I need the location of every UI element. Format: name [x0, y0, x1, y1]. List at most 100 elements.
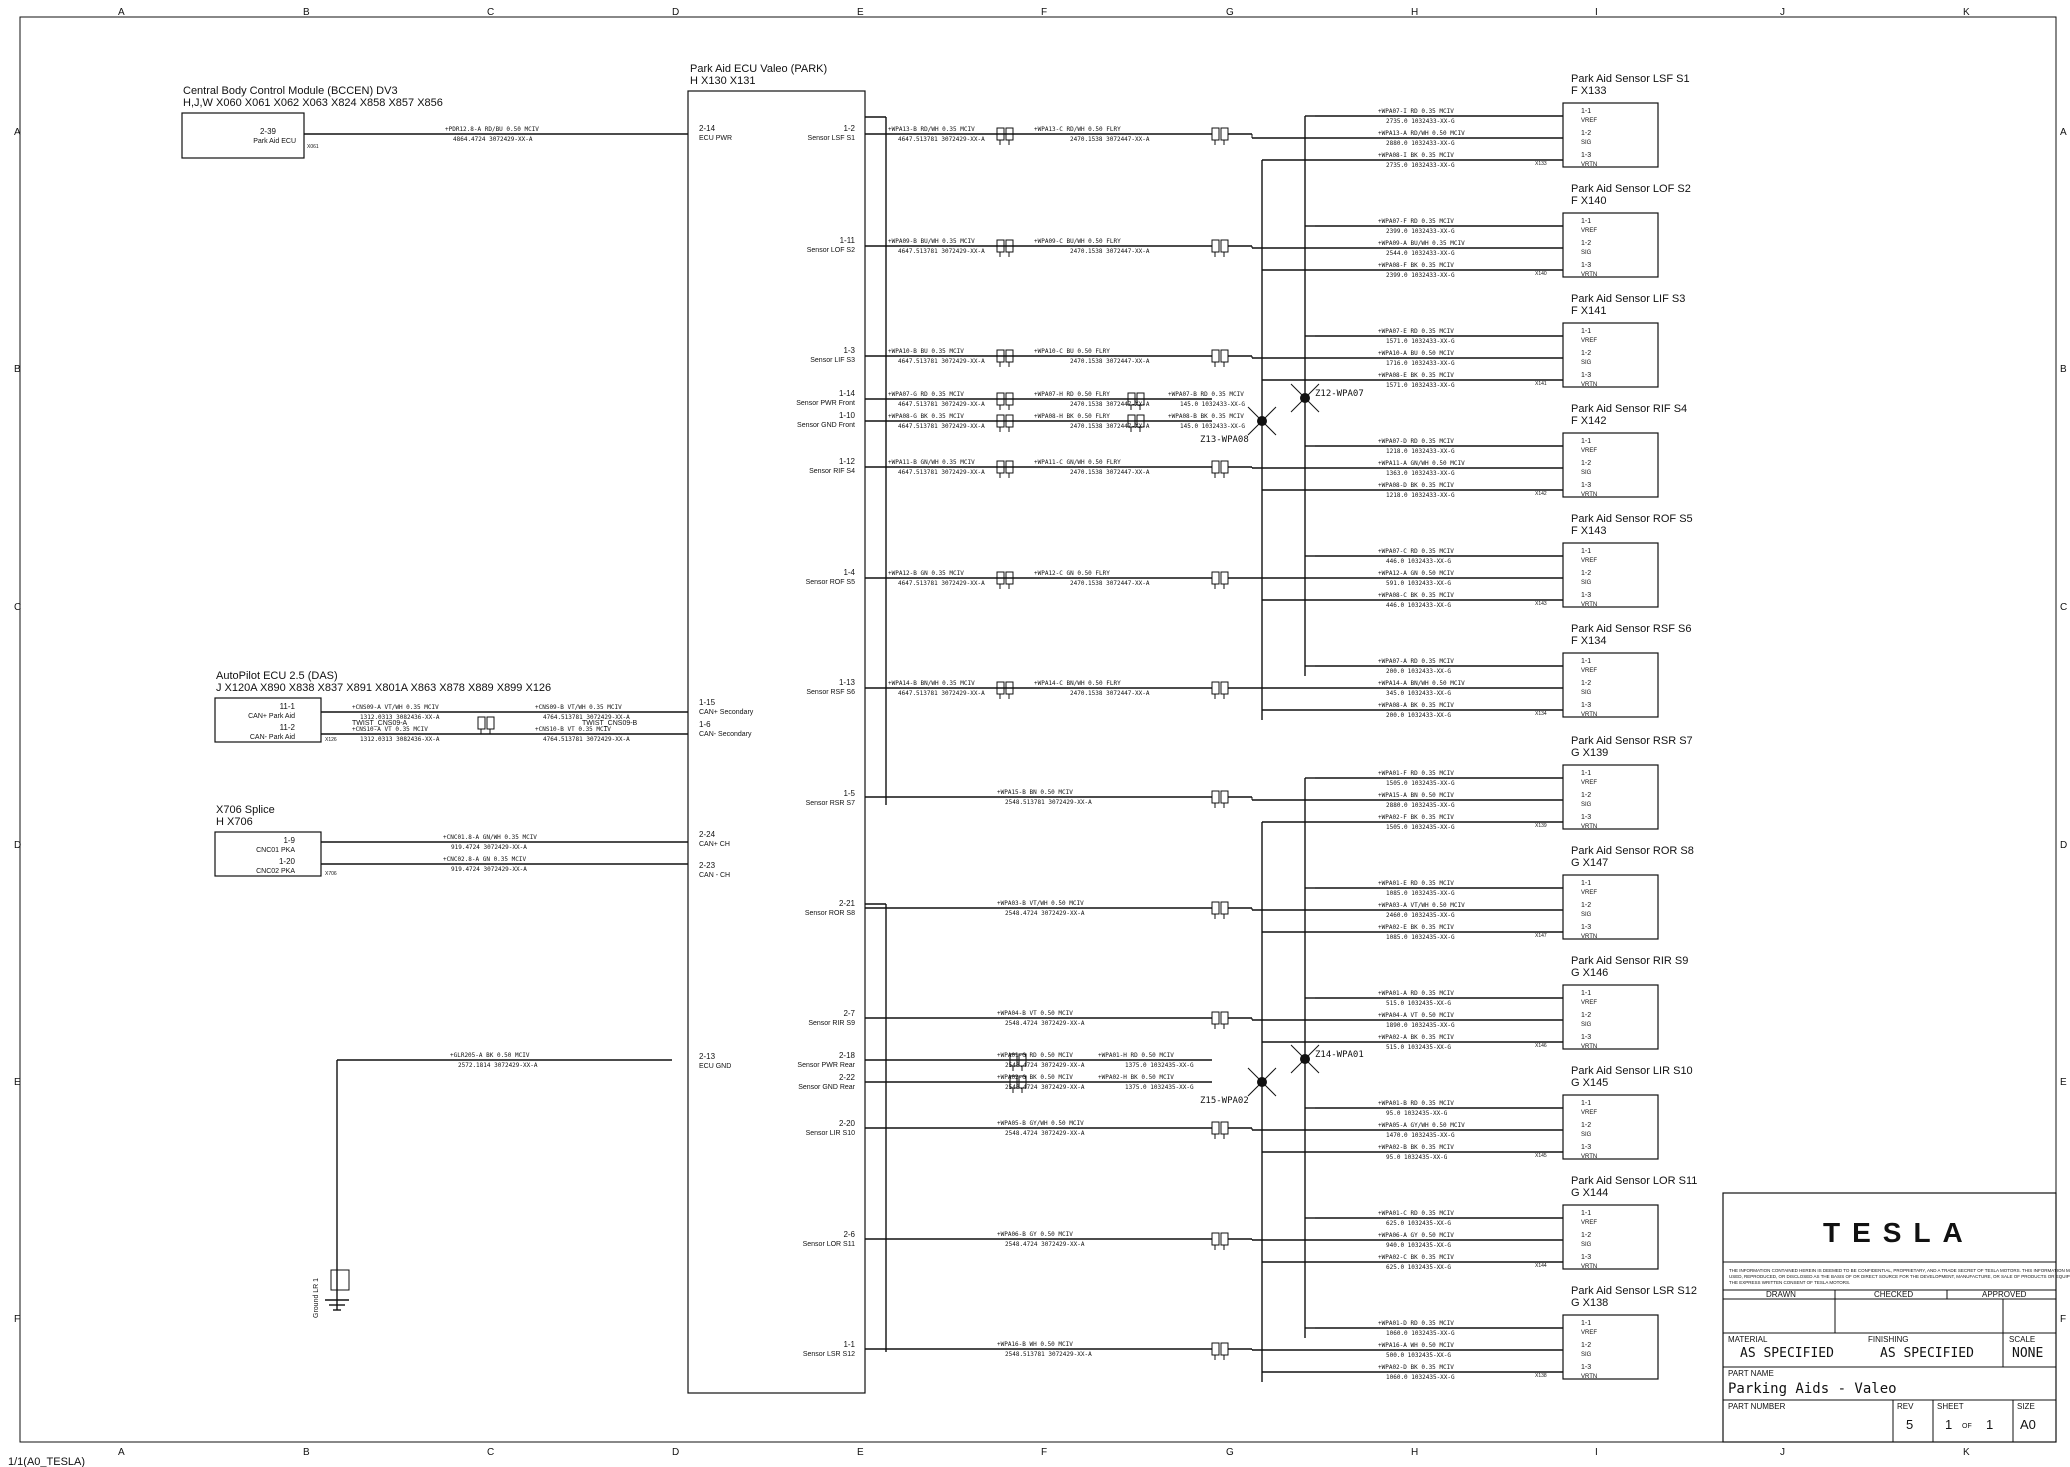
col-label-top: J [1780, 7, 1785, 18]
das-title: AutoPilot ECU 2.5 (DAS) [216, 670, 338, 682]
sensor-pin-label: SIG [1581, 1352, 1592, 1358]
col-label-top: B [303, 7, 310, 18]
sensor-pin: 1-1 [1581, 438, 1591, 445]
sensor-pin: 1-1 [1581, 1320, 1591, 1327]
front-wire-a: +WPA10-B BU 0.35 MCIV [888, 348, 964, 355]
sensor-box [1562, 212, 1659, 278]
conn-x901-male [1211, 127, 1220, 141]
sensor-pin-label: VRTN [1581, 824, 1597, 830]
conn-x950-female [1220, 1121, 1229, 1135]
front-wire-b-sub: 2470.1538 3072447-XX-A [1070, 580, 1150, 587]
sensor-wire-label: +WPA01-C RD 0.35 MCIV [1378, 1210, 1454, 1217]
col-label-top: I [1595, 7, 1598, 18]
sensor-wire-sub: 1505.0 1032435-XX-G [1386, 824, 1455, 831]
sensor-connector: F X142 [1571, 415, 1606, 427]
col-label-bottom: G [1226, 1447, 1234, 1458]
sensor-ref: X140 [1535, 271, 1547, 277]
sensor-connector: F X133 [1571, 85, 1606, 97]
sensor-pin-label: VREF [1581, 338, 1597, 344]
row-label-right: D [2060, 840, 2067, 851]
park-right-pin: 1-5 [843, 789, 855, 798]
front-wire-b: +WPA10-C BU 0.50 FLRY [1034, 348, 1110, 355]
sensor-wire-sub: 1085.0 1032435-XX-G [1386, 890, 1455, 897]
das-connectors: J X120A X890 X838 X837 X891 X801A X863 X… [216, 682, 551, 694]
sensor-box [1562, 764, 1659, 830]
col-label-bottom: E [857, 1447, 864, 1458]
tb-part-name-label: PART NAME [1728, 1369, 1774, 1378]
ground-label: Ground LR 1 [313, 1278, 320, 1318]
sensor-pin-label: VRTN [1581, 1044, 1597, 1050]
sensor-pin: 1-2 [1581, 1012, 1591, 1019]
sensor-wire-sub: 446.0 1032433-XX-G [1386, 558, 1451, 565]
col-label-bottom: J [1780, 1447, 1785, 1458]
front-wire-a: +WPA12-B GN 0.35 MCIV [888, 570, 964, 577]
sensor-pin: 1-3 [1581, 152, 1591, 159]
splice-title: X706 Splice [216, 804, 275, 816]
col-label-top: G [1226, 7, 1234, 18]
front-wire-c-sub: 145.0 1032433-XX-G [1180, 423, 1245, 430]
sensor-wire-sub: 1571.0 1032433-XX-G [1386, 338, 1455, 345]
sensor-pin-label: SIG [1581, 912, 1592, 918]
front-wire-a-sub: 4647.513781 3072429-XX-A [898, 136, 985, 143]
col-label-bottom: F [1041, 1447, 1047, 1458]
wire-cns09-b-label: +CNS09-B VT/WH 0.35 MCIV [535, 704, 622, 711]
front-wire-a-sub: 4647.513781 3072429-XX-A [898, 401, 985, 408]
splice-box [214, 831, 322, 877]
sensor-pin: 1-1 [1581, 658, 1591, 665]
sensor-wire-sub: 500.0 1032435-XX-G [1386, 1352, 1451, 1359]
tb-drawn: DRAWN [1766, 1290, 1796, 1299]
splice-cross [1290, 1044, 1320, 1074]
modules: Central Body Control Module (BCCEN) DV3H… [181, 63, 866, 1394]
park-left-pin-label: CAN+ CH [699, 841, 730, 848]
sensor-wire-label: +WPA08-A BK 0.35 MCIV [1378, 702, 1454, 709]
park-right-pin: 2-22 [839, 1073, 856, 1082]
sensor-pin: 1-1 [1581, 990, 1591, 997]
sensor-pin: 1-3 [1581, 592, 1591, 599]
conn-x901-female [1220, 571, 1229, 585]
sensor-wire-sub: 515.0 1032435-XX-G [1386, 1044, 1451, 1051]
col-label-top: H [1411, 7, 1418, 18]
sensor-pin-label: SIG [1581, 1022, 1592, 1028]
sensor-wire-sub: 2399.0 1032433-XX-G [1386, 228, 1455, 235]
sensor-box [1562, 1314, 1659, 1380]
splice-cross [1247, 406, 1277, 436]
wire-cns09-a-sub: 1312.0313 3082436-XX-A [360, 714, 440, 721]
col-label-bottom: D [672, 1447, 679, 1458]
rear-wire-a-sub: 2548.4724 3072429-XX-A [1005, 1062, 1085, 1069]
tb-rev-label: REV [1897, 1402, 1914, 1411]
tb-notice: USED, REPRODUCED, OR DISCLOSED AS THE BA… [1729, 1274, 2070, 1279]
rear-wire-b: +WPA01-H RD 0.50 MCIV [1098, 1052, 1174, 1059]
front-wire-b-sub: 2470.1538 3072447-XX-A [1070, 248, 1150, 255]
sensor-wire-sub: 1716.0 1032433-XX-G [1386, 360, 1455, 367]
front-wire-c: +WPA08-B BK 0.35 MCIV [1168, 413, 1244, 420]
sensor-box [1562, 874, 1659, 940]
row-label-right: B [2060, 364, 2067, 375]
park-left-pin: 2-23 [699, 861, 716, 870]
tb-scale: NONE [2012, 1346, 2043, 1361]
sensor-pin-label: SIG [1581, 1242, 1592, 1248]
splice-ref: X706 [325, 871, 337, 877]
conn-x901-female [1220, 460, 1229, 474]
park-ecu-box [687, 90, 866, 1394]
sensor-pin-label: SIG [1581, 1132, 1592, 1138]
sensor-pin-label: VRTN [1581, 712, 1597, 718]
park-left-pin-label: ECU PWR [699, 135, 732, 142]
sensor-wire-sub: 446.0 1032433-XX-G [1386, 602, 1451, 609]
rear-wire-a-sub: 2548.513781 3072429-XX-A [1005, 1351, 1092, 1358]
conn-x950-female [1220, 901, 1229, 915]
conn-x901-male [1211, 239, 1220, 253]
wire-cnc01-label: +CNC01.8-A GN/WH 0.35 MCIV [443, 834, 537, 841]
sensor-pin: 1-1 [1581, 548, 1591, 555]
conn-x901-female [1220, 349, 1229, 363]
front-wire-b-sub: 2470.1538 3072447-XX-A [1070, 401, 1150, 408]
park-right-pin-label: Sensor LOF S2 [807, 247, 855, 254]
rear-wire-a: +WPA02-G BK 0.50 MCIV [997, 1074, 1073, 1081]
sensor-pin-label: VRTN [1581, 1374, 1597, 1380]
rear-wire-a-sub: 2548.4724 3072429-XX-A [1005, 1084, 1085, 1091]
sensor-pin: 1-1 [1581, 328, 1591, 335]
wire-cnc02-sub: 919.4724 3072429-XX-A [451, 866, 527, 873]
sensor-pin-label: VREF [1581, 1110, 1597, 1116]
sensor-pin: 1-3 [1581, 1034, 1591, 1041]
sensor-ref: X143 [1535, 601, 1547, 607]
